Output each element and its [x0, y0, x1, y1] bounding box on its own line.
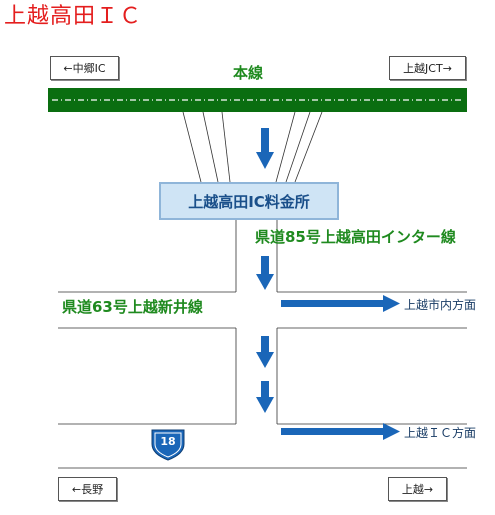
route-shield-icon [151, 429, 185, 461]
road-label-pref85: 県道85号上越高田インター線 [255, 228, 456, 246]
direction-label: ←中郷IC [63, 62, 106, 75]
destination-city: 上越市内方面 [404, 298, 477, 312]
direction-box-joetsu: 上越→ [388, 477, 447, 501]
down-arrow [256, 256, 274, 290]
down-arrow [256, 381, 274, 413]
road-label-pref63: 県道63号上越新井線 [62, 298, 203, 316]
main-line-label: 本線 [233, 64, 264, 82]
direction-box-joetsu-jct: 上越JCT→ [389, 56, 466, 80]
down-arrow [256, 128, 274, 169]
destination-ic: 上越ＩＣ方面 [404, 426, 477, 440]
ramp-lines [182, 111, 323, 183]
route-shield-number: 18 [160, 434, 176, 448]
direction-label: 上越→ [401, 483, 434, 496]
right-arrow-ic [281, 423, 400, 440]
direction-label: 上越JCT→ [403, 62, 452, 75]
right-arrow-city [281, 295, 400, 312]
tollbooth-label: 上越高田IC料金所 [159, 182, 339, 220]
down-arrow [256, 336, 274, 368]
direction-box-nakago: ←中郷IC [50, 56, 119, 80]
page-title: 上越高田ＩＣ [4, 4, 143, 29]
direction-label: ←長野 [71, 483, 104, 496]
direction-box-nagano: ←長野 [58, 477, 117, 501]
road-lines [58, 220, 467, 469]
